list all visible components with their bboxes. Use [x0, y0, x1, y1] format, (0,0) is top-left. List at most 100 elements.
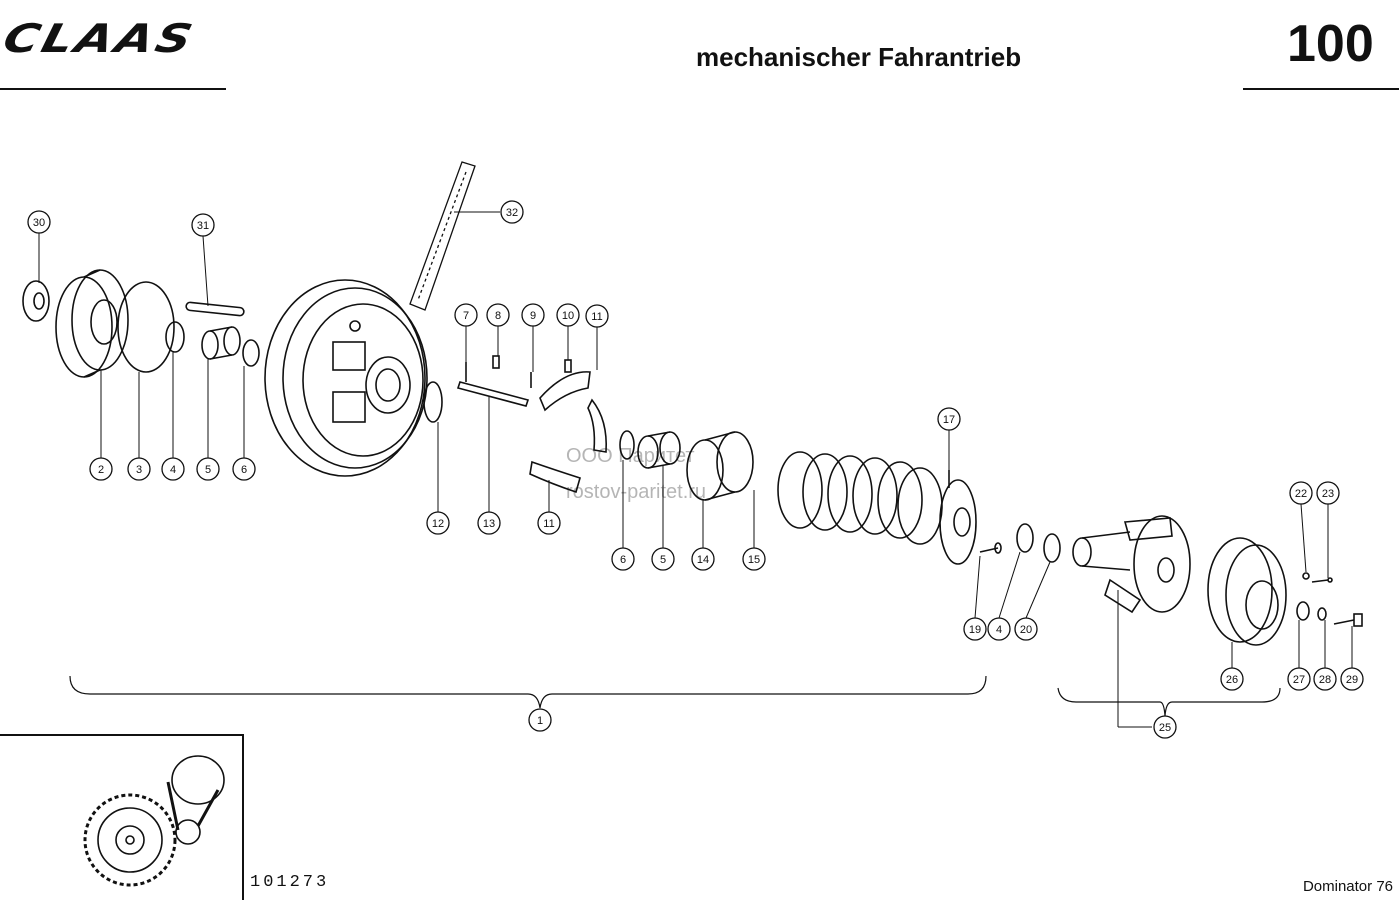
watermark-line-2: rostov-paritet.ru	[566, 481, 707, 503]
callout-circle	[27, 210, 51, 234]
callout-10: 10	[556, 303, 580, 327]
callout-label: 28	[1319, 674, 1331, 686]
part-bushing-5	[201, 326, 241, 360]
callout-4: 4	[987, 617, 1011, 641]
callout-11: 11	[537, 511, 561, 535]
callout-label: 5	[660, 554, 666, 566]
callout-label: 15	[748, 554, 760, 566]
callout-label: 9	[530, 310, 536, 322]
callout-29: 29	[1340, 667, 1364, 691]
callout-5: 5	[196, 457, 220, 481]
callout-circle	[127, 457, 151, 481]
callout-label: 8	[495, 310, 501, 322]
part-bolt-29	[1333, 613, 1363, 627]
machine-model: Dominator 76	[1302, 878, 1393, 895]
callout-label: 32	[506, 207, 518, 219]
callout-circle	[232, 457, 256, 481]
callout-circle	[1153, 715, 1177, 739]
callout-1: 1	[528, 708, 552, 732]
callout-32: 32	[500, 200, 524, 224]
callout-7: 7	[454, 303, 478, 327]
callout-label: 5	[205, 464, 211, 476]
callout-label: 26	[1226, 674, 1238, 686]
callout-circle	[1313, 667, 1337, 691]
part-variator-pulley	[264, 279, 428, 477]
callout-label: 20	[1020, 624, 1032, 636]
part-28	[1317, 607, 1327, 621]
part-ring-4	[165, 321, 185, 353]
callout-circle	[987, 617, 1011, 641]
callout-label: 30	[33, 217, 45, 229]
callout-label: 7	[463, 310, 469, 322]
callout-label: 12	[432, 518, 444, 530]
callout-circle	[426, 511, 450, 535]
part-ring-6	[242, 339, 260, 367]
callout-30: 30	[27, 210, 51, 234]
callout-circle	[196, 457, 220, 481]
part-ring-6b	[619, 430, 635, 460]
callout-6: 6	[611, 547, 635, 571]
callout-22: 22	[1289, 481, 1313, 505]
part-hub-25	[1072, 515, 1191, 614]
callout-circle	[500, 200, 524, 224]
part-23	[1311, 577, 1333, 583]
callout-circle	[963, 617, 987, 641]
part-hub-14	[686, 431, 754, 501]
part-bolt-19	[979, 542, 1002, 554]
callout-circle	[191, 213, 215, 237]
part-washer-30	[22, 280, 50, 322]
callout-19: 19	[963, 617, 987, 641]
callout-label: 13	[483, 518, 495, 530]
part-shoe-11c	[529, 460, 581, 494]
callout-circle	[486, 303, 510, 327]
callout-circle	[521, 303, 545, 327]
callout-27: 27	[1287, 667, 1311, 691]
callout-17: 17	[937, 407, 961, 431]
callout-3: 3	[127, 457, 151, 481]
callout-26: 26	[1220, 667, 1244, 691]
callout-label: 27	[1293, 674, 1305, 686]
image-number: 101273	[250, 873, 330, 892]
inset-wheel-thumbnail	[83, 755, 225, 887]
part-27	[1296, 601, 1310, 621]
callout-label: 22	[1295, 488, 1307, 500]
callout-label: 11	[591, 311, 602, 323]
part-pin-31	[185, 301, 245, 317]
callout-circle	[742, 547, 766, 571]
callout-6: 6	[232, 457, 256, 481]
header-rule-left	[0, 88, 226, 90]
callout-31: 31	[191, 213, 215, 237]
callout-label: 3	[136, 464, 142, 476]
callout-11: 11	[585, 304, 609, 328]
callout-circle	[651, 547, 675, 571]
callout-13: 13	[477, 511, 501, 535]
part-ring-20	[1043, 533, 1061, 563]
callout-label: 10	[562, 310, 574, 322]
callout-23: 23	[1316, 481, 1340, 505]
callout-14: 14	[691, 547, 715, 571]
callout-circle	[691, 547, 715, 571]
page-title: mechanischer Fahrantrieb	[696, 42, 1022, 72]
callout-circle	[585, 304, 609, 328]
callout-4: 4	[161, 457, 185, 481]
callout-28: 28	[1313, 667, 1337, 691]
callout-5: 5	[651, 547, 675, 571]
callout-label: 19	[969, 624, 981, 636]
callout-label: 1	[537, 715, 543, 727]
callout-20: 20	[1014, 617, 1038, 641]
callout-circle	[161, 457, 185, 481]
callout-circle	[1287, 667, 1311, 691]
callout-circle	[1014, 617, 1038, 641]
part-bushing-5b	[637, 431, 681, 469]
inset-frame-right	[242, 734, 244, 900]
callout-label: 4	[996, 624, 1002, 636]
header-rule-right	[1243, 88, 1399, 90]
callout-circle	[1289, 481, 1313, 505]
callout-25: 25	[1153, 715, 1177, 739]
callout-circle	[556, 303, 580, 327]
callout-label: 23	[1322, 488, 1334, 500]
part-bar-13	[456, 355, 572, 407]
bracket-assembly-1	[69, 675, 987, 709]
part-22	[1302, 572, 1310, 580]
